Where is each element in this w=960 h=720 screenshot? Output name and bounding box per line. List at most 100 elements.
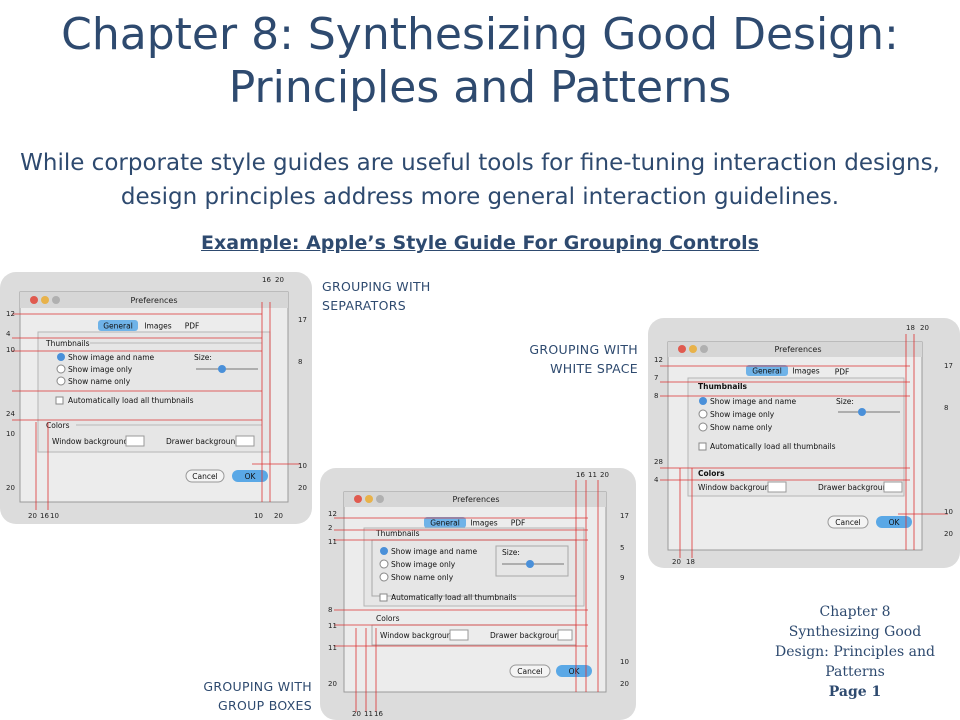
slide-title-line2: Principles and Patterns xyxy=(228,62,732,113)
caption-separators-line1: GROUPING WITH xyxy=(322,279,431,294)
checkbox-autoload: Automatically load all thumbnails xyxy=(391,593,517,602)
colors-label: Colors xyxy=(46,421,70,430)
cancel-button: Cancel xyxy=(835,518,860,527)
dim-top: 18 xyxy=(906,324,915,332)
dim-bottom: 20 xyxy=(672,558,681,566)
close-icon xyxy=(30,296,38,304)
colors-label: Colors xyxy=(698,469,725,478)
dim-left: 20 xyxy=(6,484,15,492)
checkbox-autoload: Automatically load all thumbnails xyxy=(710,442,836,451)
screenshot-white-space: Preferences General Images PDF Thumbnail… xyxy=(648,318,960,568)
caption-group-boxes-line2: GROUP BOXES xyxy=(218,698,312,713)
close-icon xyxy=(354,495,362,503)
dim-top: 20 xyxy=(920,324,929,332)
window-title: Preferences xyxy=(774,345,821,354)
dim-bottom: 20 xyxy=(274,512,283,520)
radio-show-image-and-name: Show image and name xyxy=(391,547,478,556)
slide-title-line1: Chapter 8: Synthesizing Good Design: xyxy=(61,9,899,60)
tab-general: General xyxy=(752,367,782,376)
window-background-label: Window background xyxy=(52,437,129,446)
dim-left: 4 xyxy=(654,476,659,484)
dim-right: 20 xyxy=(944,530,953,538)
footer-page: Page 1 xyxy=(828,684,882,700)
dim-right: 17 xyxy=(298,316,307,324)
minimize-icon xyxy=(41,296,49,304)
drawer-background-label: Drawer background xyxy=(490,631,564,640)
dim-top: 16 xyxy=(576,471,585,479)
dim-left: 11 xyxy=(328,622,337,630)
dim-top: 11 xyxy=(588,471,597,479)
thumbnails-label: Thumbnails xyxy=(698,382,748,391)
checkbox-autoload: Automatically load all thumbnails xyxy=(68,396,194,405)
slide-title: Chapter 8: Synthesizing Good Design: Pri… xyxy=(0,8,960,114)
dim-bottom: 20 xyxy=(28,512,37,520)
size-label: Size: xyxy=(194,353,212,362)
caption-separators: GROUPING WITH SEPARATORS xyxy=(322,277,431,315)
caption-white-space-line2: WHITE SPACE xyxy=(550,361,638,376)
tab-images: Images xyxy=(144,322,171,331)
dim-top: 20 xyxy=(600,471,609,479)
dim-bottom: 18 xyxy=(686,558,695,566)
dim-bottom: 10 xyxy=(254,512,263,520)
radio-show-name-only: Show name only xyxy=(68,377,131,386)
dim-right: 17 xyxy=(620,512,629,520)
colors-label: Colors xyxy=(376,614,400,623)
screenshot-separators: Preferences General Images PDF Thumbnail… xyxy=(0,272,312,524)
minimize-icon xyxy=(365,495,373,503)
radio-show-image-and-name: Show image and name xyxy=(68,353,155,362)
size-label: Size: xyxy=(502,548,520,557)
caption-separators-line2: SEPARATORS xyxy=(322,298,406,313)
dim-left: 11 xyxy=(328,538,337,546)
dialog-white-space: Preferences General Images PDF Thumbnail… xyxy=(654,324,953,566)
caption-group-boxes: GROUPING WITH GROUP BOXES xyxy=(170,677,312,715)
thumbnails-label: Thumbnails xyxy=(45,339,90,348)
zoom-icon xyxy=(700,345,708,353)
dim-right: 20 xyxy=(620,680,629,688)
slide-subtitle: While corporate style guides are useful … xyxy=(20,150,940,210)
dim-left: 8 xyxy=(328,606,332,614)
footer-line2: Synthesizing Good xyxy=(788,624,922,640)
dim-bottom: 20 xyxy=(352,710,361,718)
size-slider xyxy=(526,560,534,568)
drawer-background-label: Drawer background xyxy=(818,483,892,492)
dim-left: 11 xyxy=(328,644,337,652)
size-label: Size: xyxy=(836,397,854,406)
size-slider xyxy=(858,408,866,416)
radio-show-name-only: Show name only xyxy=(391,573,454,582)
window-title: Preferences xyxy=(130,296,177,305)
dim-right: 8 xyxy=(944,404,948,412)
tab-general: General xyxy=(430,519,460,528)
window-background-label: Window background xyxy=(698,483,775,492)
cancel-button: Cancel xyxy=(517,667,542,676)
dim-right: 5 xyxy=(620,544,624,552)
dim-bottom: 16 xyxy=(374,710,383,718)
dim-left: 28 xyxy=(654,458,663,466)
tab-pdf: PDF xyxy=(835,368,850,377)
dim-left: 10 xyxy=(6,430,15,438)
thumbnails-label: Thumbnails xyxy=(375,529,420,538)
tab-pdf: PDF xyxy=(185,322,200,331)
dim-right: 9 xyxy=(620,574,624,582)
drawer-background-label: Drawer background xyxy=(166,437,240,446)
close-icon xyxy=(678,345,686,353)
dim-top: 16 xyxy=(262,276,271,284)
caption-white-space-line1: GROUPING WITH xyxy=(529,342,638,357)
dim-right: 10 xyxy=(620,658,629,666)
caption-group-boxes-line1: GROUPING WITH xyxy=(203,679,312,694)
dialog-separators: Preferences General Images PDF Thumbnail… xyxy=(6,276,307,520)
dim-left: 2 xyxy=(328,524,332,532)
dim-left: 4 xyxy=(6,330,11,338)
dim-right: 10 xyxy=(298,462,307,470)
footer-line3: Design: Principles and xyxy=(775,644,935,660)
cancel-button: Cancel xyxy=(192,472,217,481)
dim-bottom: 11 xyxy=(364,710,373,718)
dim-right: 17 xyxy=(944,362,953,370)
ok-button: OK xyxy=(569,667,581,676)
screenshot-group-boxes: Preferences General Images PDF Thumbnail… xyxy=(320,468,636,720)
tab-images: Images xyxy=(792,367,819,376)
zoom-icon xyxy=(52,296,60,304)
footer-line4: Patterns xyxy=(825,664,885,680)
dim-left: 12 xyxy=(6,310,15,318)
ok-button: OK xyxy=(245,472,257,481)
dim-left: 20 xyxy=(328,680,337,688)
